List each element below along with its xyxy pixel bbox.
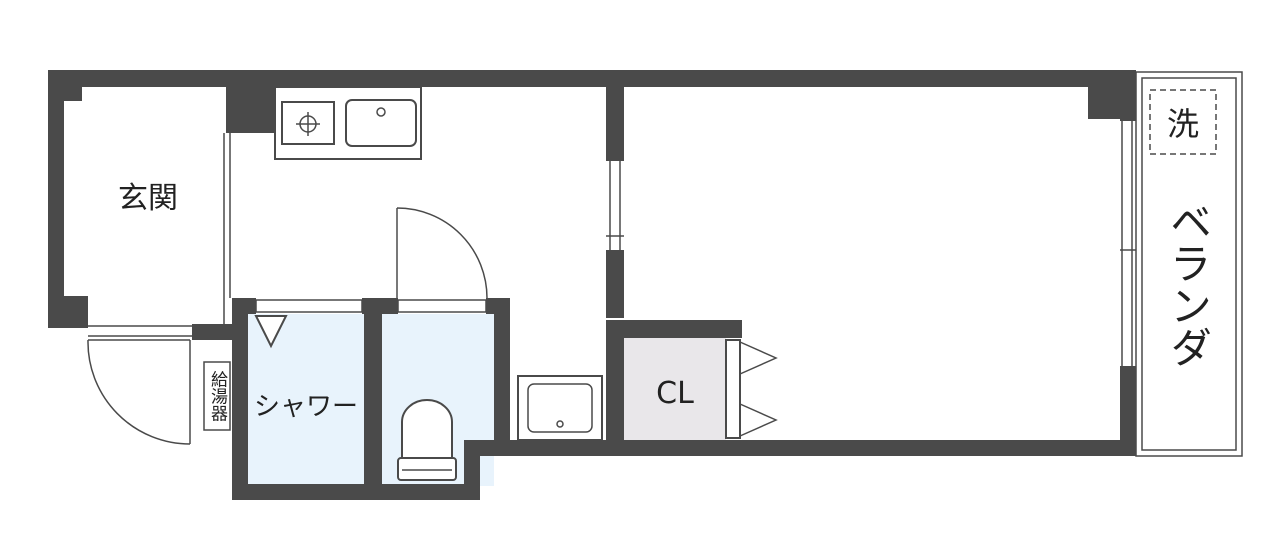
balcony-window	[1120, 121, 1136, 366]
veranda-area	[1135, 71, 1243, 457]
toilet-door	[396, 207, 488, 299]
partitions	[88, 133, 487, 337]
washer-space	[1149, 89, 1217, 155]
sliding-door	[606, 161, 624, 250]
water-heater-box	[203, 361, 231, 431]
sink-icon	[345, 99, 417, 147]
closet-floor	[624, 338, 726, 440]
closet-label: CL	[656, 376, 694, 411]
entrance-label: 玄関	[118, 181, 178, 216]
toilet-icon	[397, 399, 457, 481]
shower-room-floor	[248, 314, 364, 486]
closet-doors	[725, 339, 778, 439]
walls	[48, 70, 1136, 500]
wash-basin-icon	[517, 375, 603, 441]
kitchen-counter	[274, 86, 422, 160]
shower-label: シャワー	[254, 392, 358, 422]
veranda-label: ベランダ	[1164, 200, 1213, 368]
water-heater-label: 給湯器	[207, 370, 228, 421]
entrance-door	[87, 339, 191, 445]
washer-label: 洗	[1167, 105, 1199, 143]
shower-drain-icon	[254, 315, 288, 349]
